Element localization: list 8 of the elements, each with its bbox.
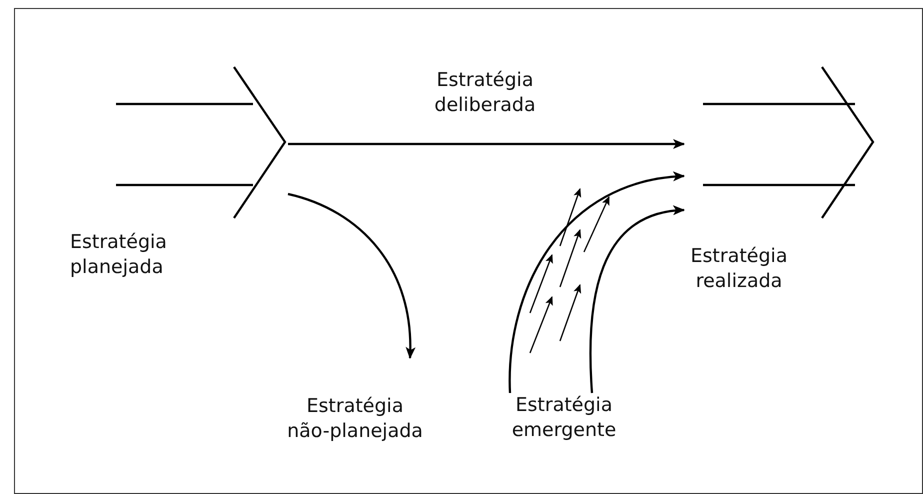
strategy-label: Estratégia planejada [70,230,168,280]
arrow [589,206,685,394]
arrow [288,192,416,359]
strategy-label: Estratégia emergente [510,393,618,443]
strategy-label: Estratégia não-planejada [286,394,424,444]
arrow [508,172,685,393]
strategy-label: Estratégia realizada [690,244,788,294]
arrow [288,139,685,149]
